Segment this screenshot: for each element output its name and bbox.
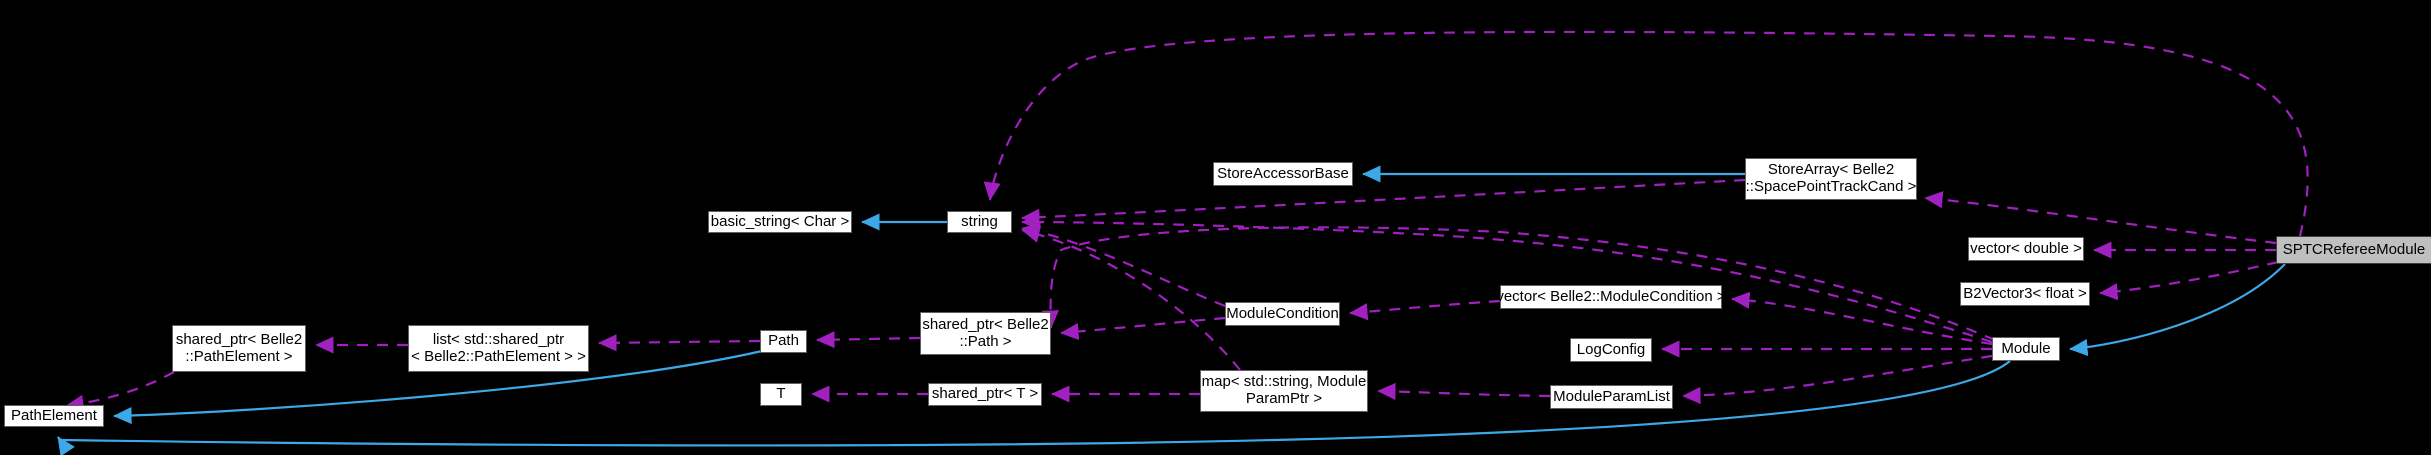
node-map_modparam[interactable]: map< std::string, Module ParamPtr > (1200, 370, 1368, 412)
node-label-vector_double: vector< double > (1970, 239, 2082, 257)
node-label-string: string (961, 212, 998, 230)
edge-module-sp_path (1041, 226, 1996, 342)
edge-path-list_pathel (598, 334, 761, 352)
node-label-modulecond: ModuleCondition (1226, 304, 1339, 322)
edge-module-pathelement (57, 360, 2011, 455)
node-label-T: T (776, 385, 786, 403)
node-label-pathelement: PathElement (11, 406, 97, 424)
node-module[interactable]: Module (1992, 337, 2060, 361)
node-b2vector3[interactable]: B2Vector3< float > (1960, 282, 2090, 306)
edge-sptcreferee-b2vector3 (2099, 260, 2279, 301)
edge-modulecond-sp_path (1060, 316, 1226, 341)
edge-vector_modcond-modulecond (1349, 299, 1501, 321)
node-storearray[interactable]: StoreArray< Belle2 ::SpacePointTrackCand… (1745, 158, 1917, 200)
node-label-b2vector3: B2Vector3< float > (1963, 284, 2087, 302)
node-path[interactable]: Path (760, 330, 807, 353)
node-label-sptcreferee: SPTCRefereeModule (2282, 240, 2426, 258)
node-sp_T[interactable]: shared_ptr< T > (928, 383, 1042, 406)
node-label-path: Path (768, 332, 799, 350)
edge-moduleparamlist-map_modparam (1377, 382, 1551, 400)
node-label-storearray: StoreArray< Belle2 ::SpacePointTrackCand… (1745, 161, 1917, 195)
edge-storearray-string (1021, 178, 1746, 226)
node-string[interactable]: string (947, 211, 1012, 233)
edge-map_modparam-string (1021, 226, 1241, 371)
edge-sp_path-path (816, 331, 921, 349)
node-list_pathel[interactable]: list< std::shared_ptr < Belle2::PathElem… (408, 325, 589, 372)
node-sp_path[interactable]: shared_ptr< Belle2 ::Path > (920, 312, 1051, 355)
node-storeaccessor[interactable]: StoreAccessorBase (1213, 162, 1353, 186)
node-label-module: Module (2001, 339, 2051, 357)
node-label-moduleparamlist: ModuleParamList (1553, 387, 1670, 405)
edge-module-vector_modcond (1731, 291, 1993, 346)
node-vector_modcond[interactable]: vector< Belle2::ModuleCondition > (1496, 285, 1726, 309)
node-label-vector_modcond: vector< Belle2::ModuleCondition > (1496, 287, 1726, 305)
node-label-sp_path: shared_ptr< Belle2 ::Path > (922, 315, 1049, 350)
edge-sptcreferee-storearray (1924, 191, 2277, 245)
node-label-sp_pathelement: shared_ptr< Belle2 ::PathElement > (175, 330, 303, 365)
node-label-logconfig: LogConfig (1576, 340, 1646, 358)
node-sp_pathelement[interactable]: shared_ptr< Belle2 ::PathElement > (172, 325, 306, 372)
node-label-sp_T: shared_ptr< T > (931, 385, 1039, 403)
edge-sp_pathelement-pathelement (65, 371, 175, 412)
node-logconfig[interactable]: LogConfig (1570, 338, 1652, 362)
edge-path-pathelement (113, 349, 763, 425)
node-sptcreferee[interactable]: SPTCRefereeModule (2276, 236, 2431, 264)
edge-sptcreferee-string (983, 30, 2309, 237)
node-vector_double[interactable]: vector< double > (1968, 237, 2084, 261)
edge-sptcreferee-module (2069, 263, 2286, 357)
node-modulecond[interactable]: ModuleCondition (1225, 302, 1340, 326)
edge-module-moduleparamlist (1682, 354, 1993, 405)
node-moduleparamlist[interactable]: ModuleParamList (1550, 385, 1673, 409)
edge-module-string (1021, 213, 1993, 344)
node-T[interactable]: T (760, 383, 802, 406)
node-pathelement[interactable]: PathElement (4, 405, 104, 427)
node-label-list_pathel: list< std::shared_ptr < Belle2::PathElem… (411, 330, 586, 365)
edge-modulecond-string (1021, 223, 1226, 308)
node-label-basic_string: basic_string< Char > (710, 212, 850, 230)
node-label-map_modparam: map< std::string, Module ParamPtr > (1201, 373, 1367, 407)
node-label-storeaccessor: StoreAccessorBase (1217, 164, 1349, 182)
node-basic_string[interactable]: basic_string< Char > (708, 211, 852, 233)
